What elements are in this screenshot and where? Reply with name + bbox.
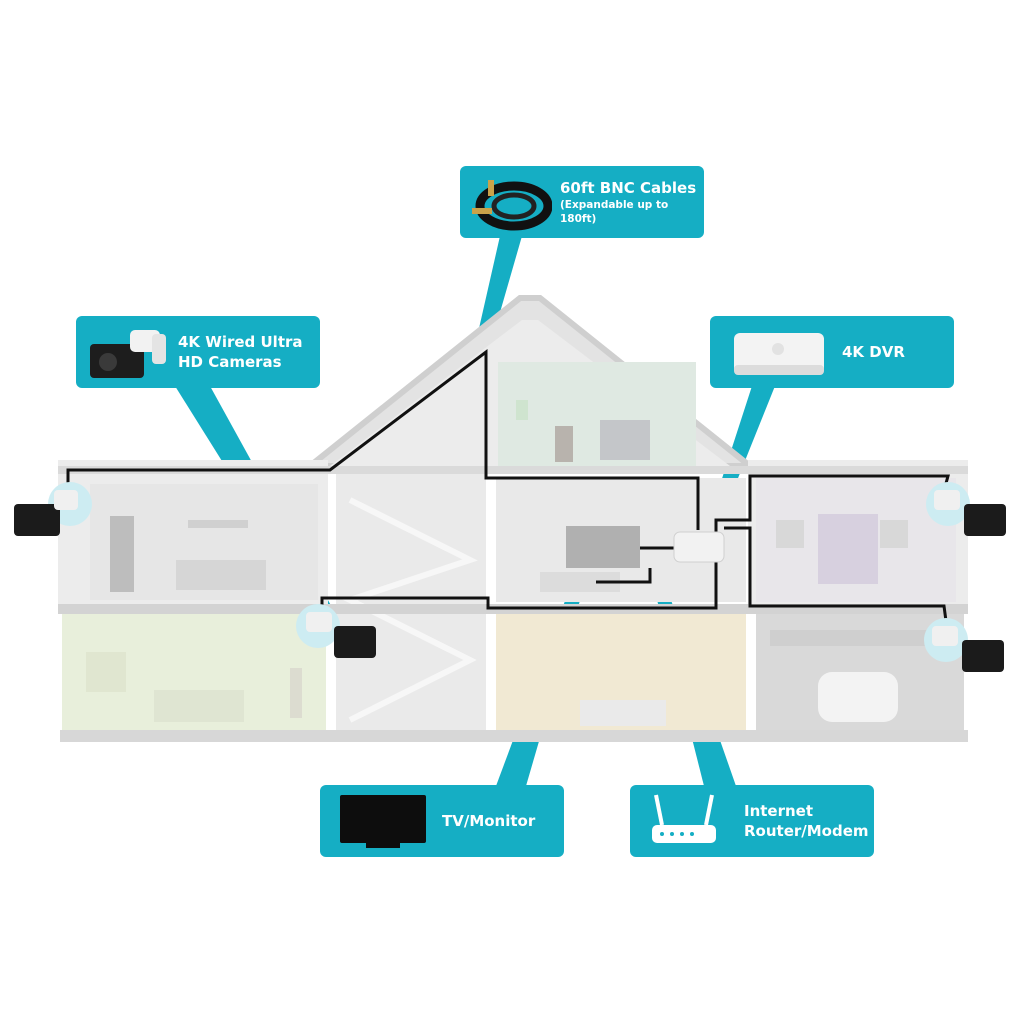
- router-callout: Internet Router/Modem: [630, 785, 874, 857]
- dvr-device: [673, 531, 725, 563]
- tv-icon: [340, 795, 426, 848]
- camera-middle: [296, 604, 376, 658]
- dvr-callout: 4K DVR: [710, 316, 954, 388]
- dvr-icon: [734, 333, 824, 375]
- camera-upper-right: [926, 482, 1006, 536]
- tv-label: TV/Monitor: [442, 812, 536, 830]
- cameras-callout: 4K Wired Ultra HD Cameras: [76, 316, 320, 388]
- bullet-camera-icon: [90, 330, 166, 378]
- router-label-line1: Internet: [744, 802, 814, 820]
- cables-subtitle: (Expandable up to 180ft): [560, 199, 669, 225]
- dvr-label: 4K DVR: [842, 343, 905, 361]
- bnc-cable-icon: [472, 180, 552, 231]
- tv-callout: TV/Monitor: [320, 785, 564, 857]
- camera-upper-left: [14, 482, 92, 536]
- bnc-cable-runs: [66, 348, 950, 637]
- camera-lower-right: [924, 618, 1004, 672]
- cameras-label-line2: HD Cameras: [178, 353, 282, 371]
- cables-callout: 60ft BNC Cables (Expandable up to 180ft): [460, 166, 704, 238]
- cables-title: 60ft BNC Cables: [560, 179, 697, 197]
- router-label-line2: Router/Modem: [744, 822, 869, 840]
- cameras-label-line1: 4K Wired Ultra: [178, 333, 303, 351]
- router-icon: [652, 794, 716, 843]
